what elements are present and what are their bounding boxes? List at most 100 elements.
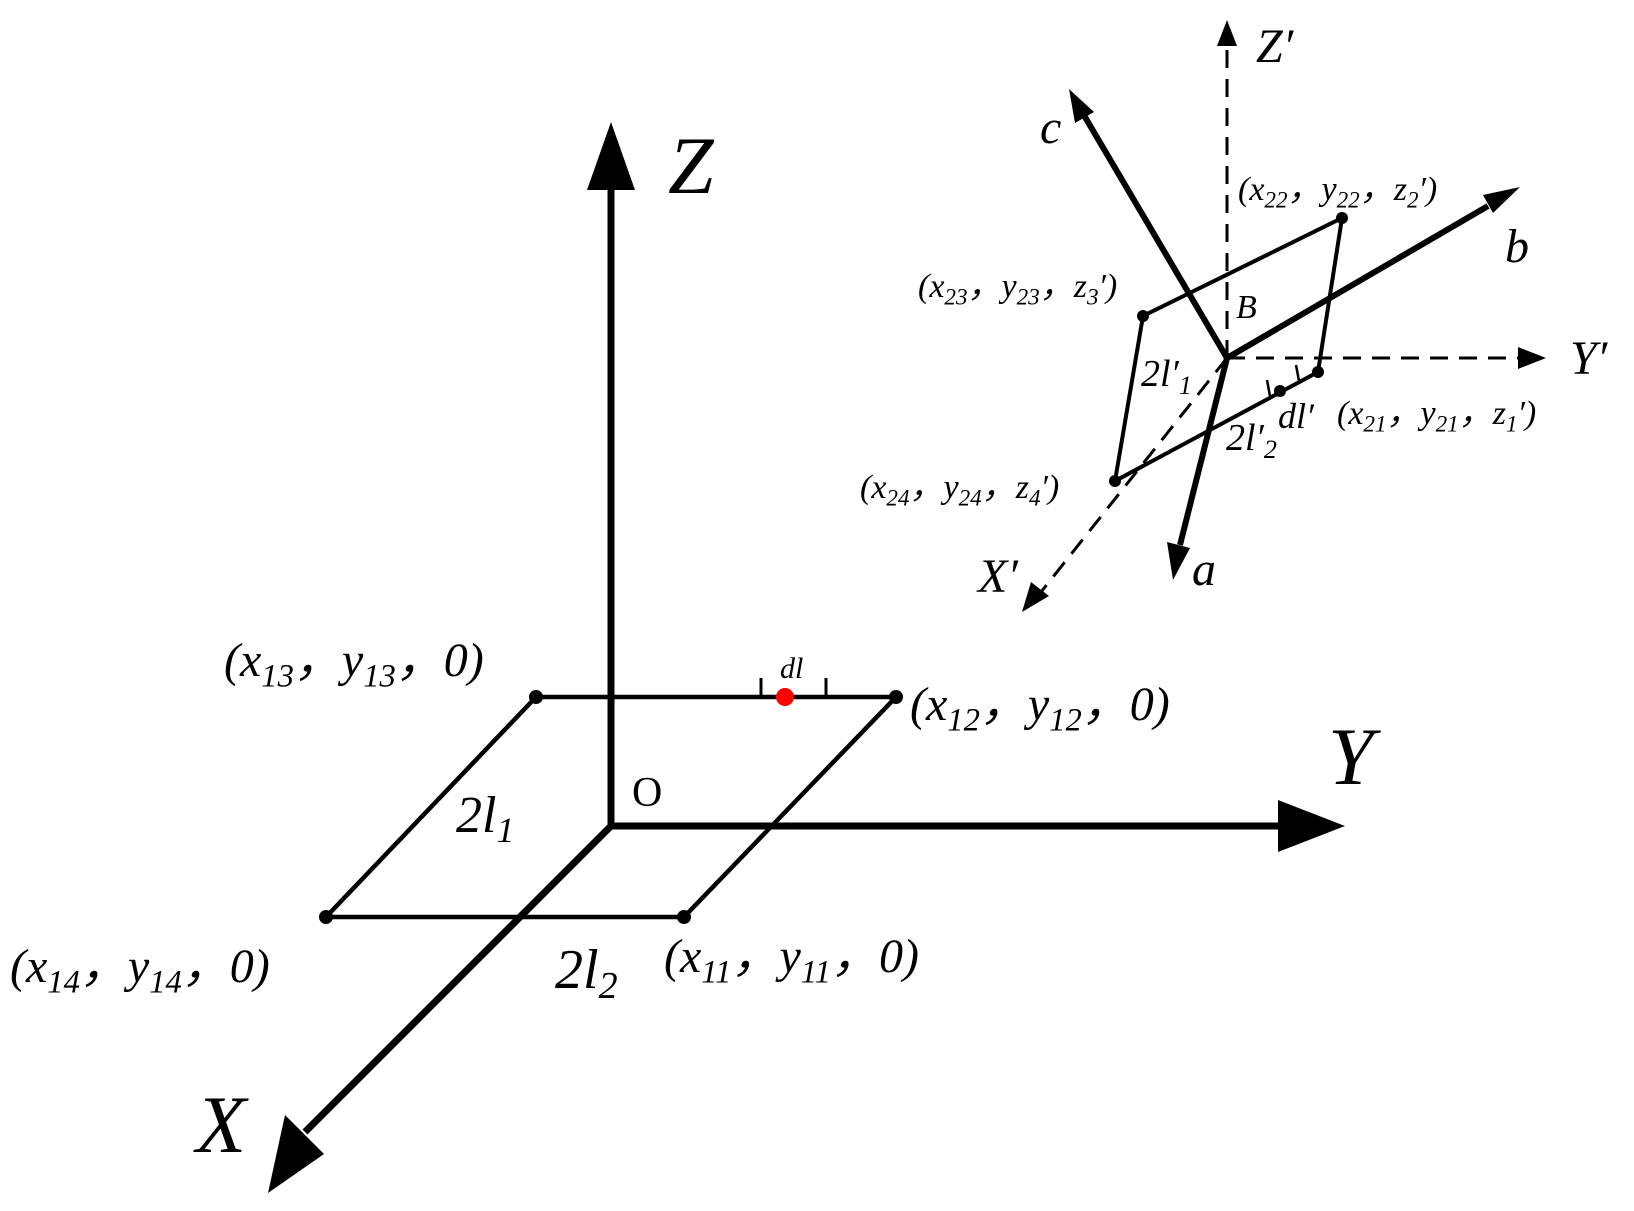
coord-text: ，y xyxy=(968,268,1018,305)
coord-text: ′) xyxy=(1418,171,1437,208)
current-element-marker xyxy=(776,688,794,706)
main-vertex-14 xyxy=(319,910,333,924)
subscript: 23 xyxy=(1017,284,1040,310)
subscript: 23 xyxy=(944,284,967,310)
subscript: 11 xyxy=(801,955,831,991)
coord-text: ，0) xyxy=(396,634,484,687)
y-prime-arrowhead xyxy=(1518,347,1546,369)
coord-text: (x xyxy=(910,678,947,731)
local-element-label: dl′ xyxy=(1278,396,1315,436)
coord-text: ，y xyxy=(731,930,801,983)
coord-text: ，y xyxy=(910,469,960,506)
subscript: 21 xyxy=(1363,411,1386,437)
z-axis-arrowhead xyxy=(587,122,635,190)
coord-text: (x xyxy=(1238,171,1264,208)
local-vertex-24 xyxy=(1109,475,1121,487)
c-axis-label: c xyxy=(1040,101,1061,154)
coord-text: (x xyxy=(224,634,261,687)
coord-text: ，z xyxy=(982,469,1029,506)
x-prime-axis xyxy=(1039,357,1229,593)
c-axis xyxy=(1082,115,1230,360)
coord-text: ′) xyxy=(1517,395,1536,432)
b-axis-arrowhead xyxy=(1483,187,1520,213)
main-vertex-12 xyxy=(889,690,903,704)
subscript: 11 xyxy=(701,955,731,991)
subscript: 14 xyxy=(149,965,182,1001)
dl-prime-tick-right xyxy=(1294,364,1301,382)
coord-label-24: (x24，y24，z4′) xyxy=(860,469,1059,511)
coord-text: ，z xyxy=(1459,395,1506,432)
local-element-marker xyxy=(1274,385,1286,397)
coord-text: ，y xyxy=(1387,395,1437,432)
a-axis xyxy=(1177,357,1230,546)
local-side-2-label: 2l′2 xyxy=(1226,417,1277,464)
dl-prime-tick-left xyxy=(1265,379,1272,397)
subscript: 3 xyxy=(1086,284,1099,310)
local-side-1-label: 2l′1 xyxy=(1141,353,1192,400)
y-axis-arrowhead xyxy=(1278,800,1345,852)
coord-label-23: (x23，y23，z3′) xyxy=(918,268,1117,310)
subscript: 22 xyxy=(1264,187,1288,213)
coord-text: ′) xyxy=(1098,268,1117,305)
coord-label-11: (x11，y11，0) xyxy=(664,930,919,991)
local-axes xyxy=(1022,20,1546,612)
z-prime-arrowhead xyxy=(1217,20,1237,46)
local-vertex-23 xyxy=(1137,310,1149,322)
coord-text: ，y xyxy=(294,634,364,687)
coord-text: ，z xyxy=(1040,268,1087,305)
main-vertex-11 xyxy=(677,910,691,924)
x-prime-arrowhead xyxy=(1022,582,1049,612)
coord-text: ′) xyxy=(1040,469,1059,506)
main-side-1-label: 2l1 xyxy=(456,787,514,850)
subscript: 24 xyxy=(886,485,910,511)
coord-text: (x xyxy=(664,930,701,983)
x-prime-axis-label: X′ xyxy=(976,550,1019,603)
coord-text: ，0) xyxy=(182,940,270,993)
main-rectangle xyxy=(319,678,903,924)
body-axes xyxy=(1069,89,1520,580)
subscript: 22 xyxy=(1337,187,1361,213)
subscript: 12 xyxy=(947,703,980,739)
coord-text: ，y xyxy=(980,678,1050,731)
b-axis xyxy=(1225,203,1490,361)
subscript: 21 xyxy=(1436,411,1459,437)
subscript: 13 xyxy=(261,659,294,695)
coord-text: (x xyxy=(10,940,47,993)
y-prime-axis-label: Y′ xyxy=(1570,332,1609,385)
a-axis-arrowhead xyxy=(1167,542,1190,580)
coord-text: ，y xyxy=(80,940,150,993)
x-axis xyxy=(302,823,614,1135)
local-vertex-21 xyxy=(1312,366,1324,378)
coord-text: ，z xyxy=(1360,171,1407,208)
y-axis-label: Y xyxy=(1328,711,1381,802)
coord-label-21: (x21，y21，z1′) xyxy=(1337,395,1536,437)
b-axis-label: b xyxy=(1505,220,1529,273)
coord-label-12: (x12，y12，0) xyxy=(910,678,1170,739)
subscript: 1 xyxy=(1506,411,1518,437)
main-vertex-13 xyxy=(529,690,543,704)
c-axis-arrowhead xyxy=(1069,89,1094,123)
coord-text: (x xyxy=(1337,395,1363,432)
main-element-label: dl xyxy=(780,652,803,685)
coord-label-22: (x22，y22，z2′) xyxy=(1238,171,1437,213)
x-axis-arrowhead xyxy=(268,1115,324,1193)
z-prime-axis-label: Z′ xyxy=(1256,20,1295,73)
coord-text: (x xyxy=(918,268,944,305)
local-rectangle xyxy=(1109,212,1348,487)
main-side-2-label: 2l2 xyxy=(555,939,618,1007)
subscript: 2 xyxy=(1407,187,1419,213)
a-axis-label: a xyxy=(1192,543,1216,596)
subscript: 13 xyxy=(363,659,396,695)
subscript: 24 xyxy=(959,485,983,511)
coord-label-14: (x14，y14，0) xyxy=(10,940,270,1001)
coord-text: ，0) xyxy=(831,930,919,983)
local-center-label: B xyxy=(1236,289,1257,326)
local-vertex-22 xyxy=(1336,212,1348,224)
coord-text: (x xyxy=(860,469,886,506)
main-axes xyxy=(268,122,1345,1193)
subscript: 4 xyxy=(1029,485,1041,511)
coord-text: ，y xyxy=(1288,171,1338,208)
coord-text: ，0) xyxy=(1082,678,1170,731)
x-axis-label: X xyxy=(193,1079,249,1170)
